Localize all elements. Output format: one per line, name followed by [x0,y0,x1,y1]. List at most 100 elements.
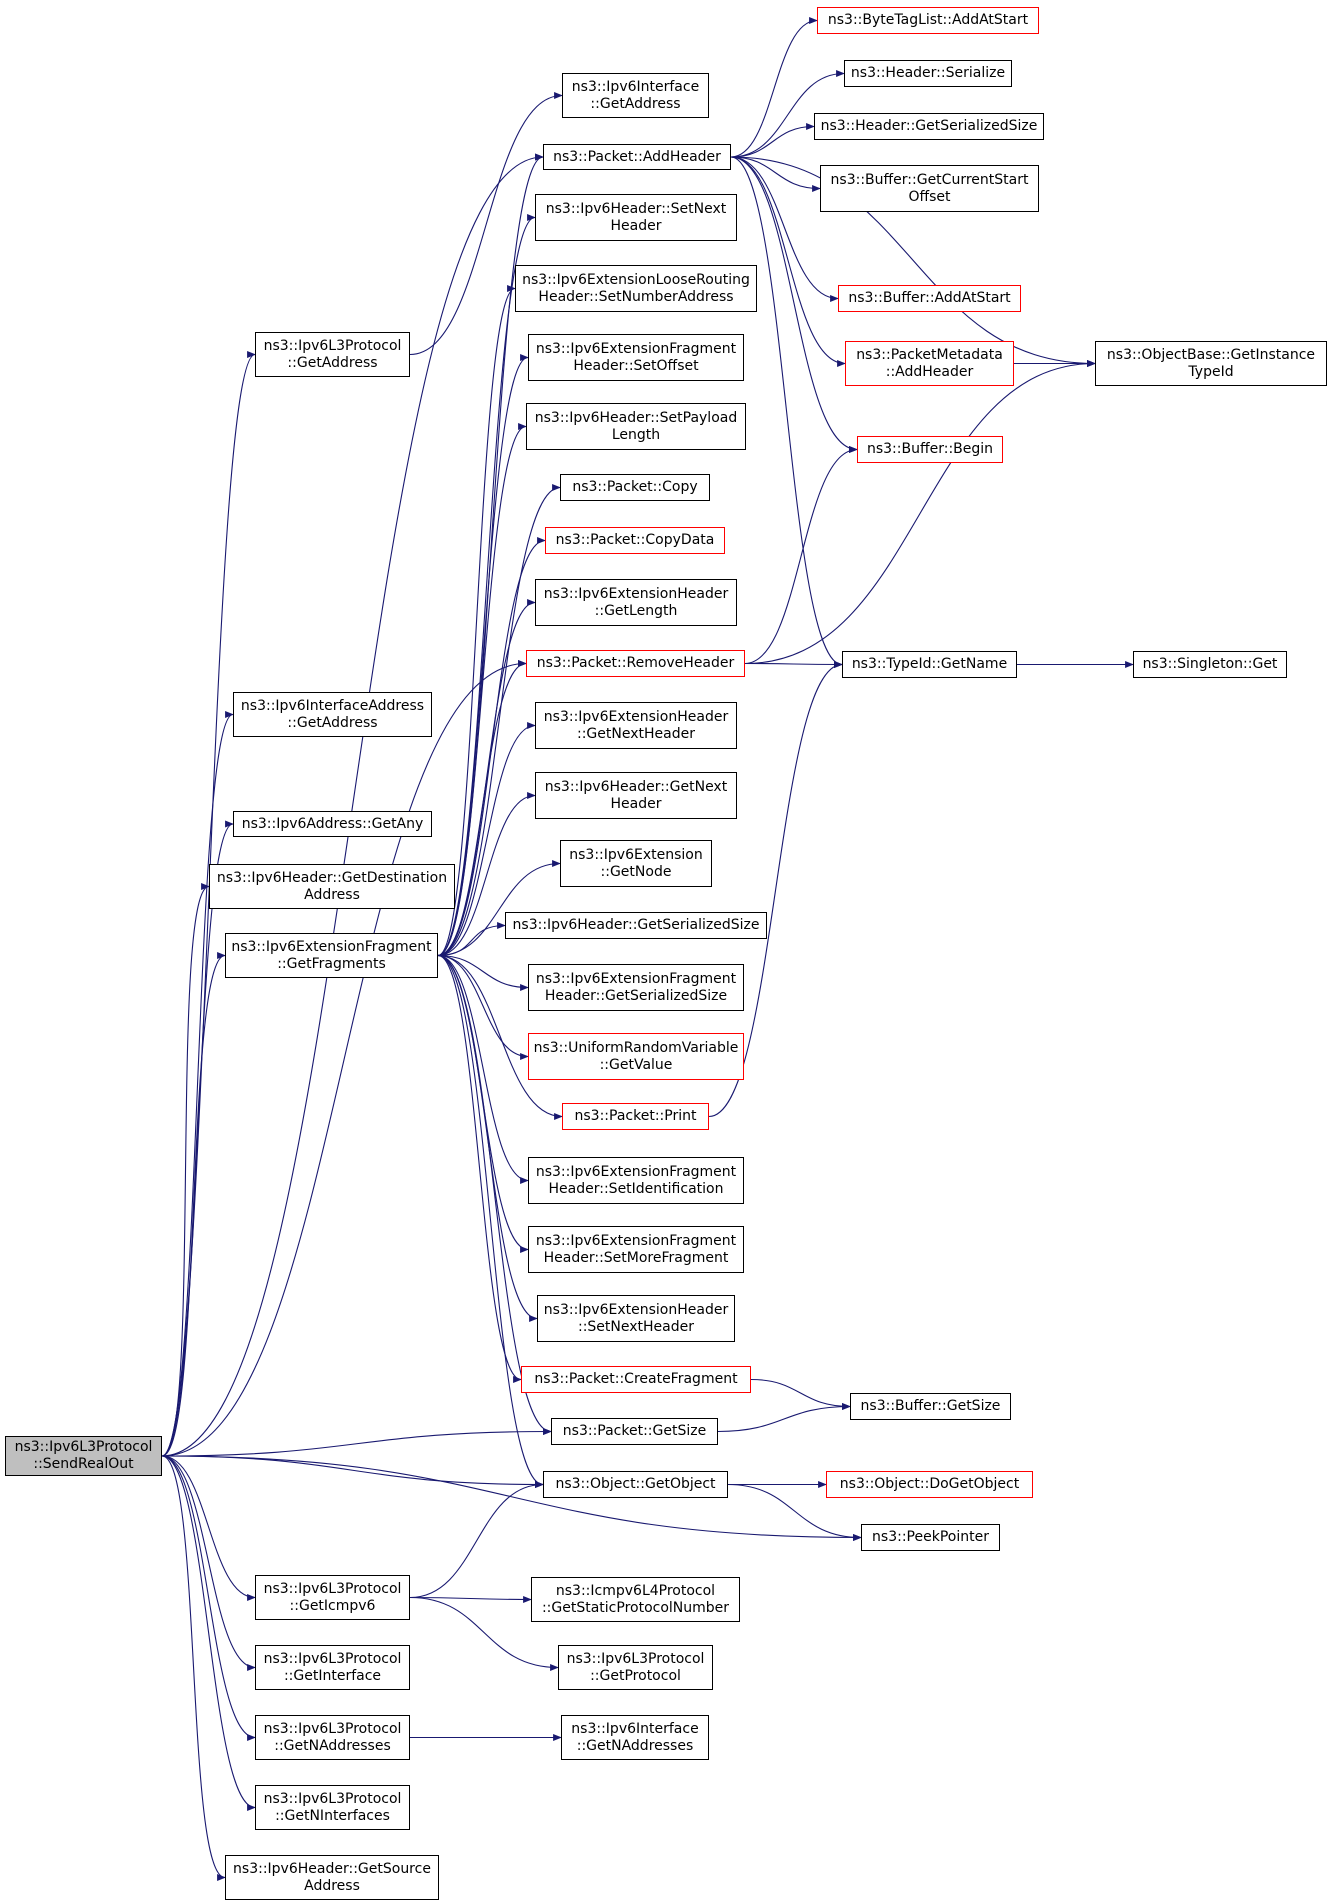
node-exthdr-getnext[interactable]: ns3::Ipv6ExtensionHeader ::GetNextHeader [535,702,737,749]
node-hdr-getsource[interactable]: ns3::Ipv6Header::GetSource Address [225,1855,439,1900]
node-pm-addheader[interactable]: ns3::PacketMetadata ::AddHeader [845,341,1014,386]
edge-frag-getfragments-to-hdr-getserial [437,921,506,957]
node-pkt-print[interactable]: ns3::Packet::Print [562,1103,709,1130]
edge-pkt-addheader-to-buf-begin [730,156,858,453]
node-pkt-getsize[interactable]: ns3::Packet::GetSize [551,1418,718,1445]
node-header-serialize[interactable]: ns3::Header::Serialize [844,60,1012,87]
edge-sendrealout-to-hdr-getdest [161,883,210,1457]
node-hdr-getnext[interactable]: ns3::Ipv6Header::GetNext Header [535,772,737,819]
node-buf-getsize[interactable]: ns3::Buffer::GetSize [850,1393,1011,1420]
edge-pkt-removeheader-to-typeid-getname [744,660,843,669]
node-addr-getany[interactable]: ns3::Ipv6Address::GetAny [233,811,432,837]
edge-frag-getfragments-to-pkt-print [437,954,563,1120]
node-l3-geticmpv6[interactable]: ns3::Ipv6L3Protocol ::GetIcmpv6 [255,1575,410,1620]
node-pkt-copydata[interactable]: ns3::Packet::CopyData [545,527,725,554]
edge-obj-getobject-to-peekpointer [727,1483,862,1542]
node-sendrealout[interactable]: ns3::Ipv6L3Protocol ::SendRealOut [5,1436,162,1476]
edge-sendrealout-to-pkt-removeheader [161,660,527,1457]
edge-frag-getfragments-to-loose-setnum [437,285,516,957]
node-buf-addatstart[interactable]: ns3::Buffer::AddAtStart [838,285,1021,312]
edge-frag-getfragments-to-urv-getvalue [437,954,529,1061]
edge-sendrealout-to-pkt-addheader [161,153,544,1457]
edge-pkt-addheader-to-buf-getcurstart [730,156,821,193]
edge-frag-getfragments-to-pkt-createfrag [437,954,522,1383]
node-obj-getobject[interactable]: ns3::Object::GetObject [543,1471,728,1498]
node-l3-getinterface[interactable]: ns3::Ipv6L3Protocol ::GetInterface [255,1645,410,1690]
edge-l3-geticmpv6-to-obj-getobject [409,1480,544,1599]
node-fraghdr-setoffset[interactable]: ns3::Ipv6ExtensionFragment Header::SetOf… [528,334,744,381]
node-iface-getaddress[interactable]: ns3::Ipv6Interface ::GetAddress [562,73,709,118]
edge-l3-geticmpv6-to-l3-getprotocol [409,1596,559,1672]
edge-l3-getaddress-to-iface-getaddress [409,92,563,356]
node-fraghdr-getserial[interactable]: ns3::Ipv6ExtensionFragment Header::GetSe… [528,964,744,1011]
node-ifaceaddr-getaddress[interactable]: ns3::Ipv6InterfaceAddress ::GetAddress [233,692,432,737]
node-btl-addatstart[interactable]: ns3::ByteTagList::AddAtStart [817,7,1039,34]
node-hdr-getserial[interactable]: ns3::Ipv6Header::GetSerializedSize [505,912,767,939]
node-pkt-removeheader[interactable]: ns3::Packet::RemoveHeader [526,650,745,677]
edge-pkt-removeheader-to-objbase-getinst [744,359,1096,665]
edge-frag-getfragments-to-fraghdr-setid [437,954,529,1184]
edge-frag-getfragments-to-exthdr-getnext [437,722,536,957]
edge-pkt-createfrag-to-buf-getsize [750,1378,851,1411]
edge-sendrealout-to-obj-getobject [161,1455,544,1489]
node-hdr-getdest[interactable]: ns3::Ipv6Header::GetDestination Address [209,864,455,909]
edge-layer [161,17,1134,1881]
edge-sendrealout-to-l3-getnif [161,1455,256,1811]
node-typeid-getname[interactable]: ns3::TypeId::GetName [842,651,1017,678]
edge-l3-geticmpv6-to-icmp-getstatic [409,1595,532,1604]
edge-frag-getfragments-to-pkt-getsize [437,954,552,1435]
node-ext-getnode[interactable]: ns3::Ipv6Extension ::GetNode [560,840,712,887]
edge-pkt-getsize-to-buf-getsize [717,1402,851,1433]
node-icmp-getstatic[interactable]: ns3::Icmpv6L4Protocol ::GetStaticProtoco… [531,1577,740,1622]
edge-pkt-addheader-to-objbase-getinst [730,156,1096,368]
node-buf-getcurstart[interactable]: ns3::Buffer::GetCurrentStart Offset [820,165,1039,212]
node-obj-dogetobject[interactable]: ns3::Object::DoGetObject [826,1471,1033,1498]
node-peekpointer[interactable]: ns3::PeekPointer [861,1524,1000,1551]
edge-sendrealout-to-hdr-getsource [161,1455,226,1881]
edge-sendrealout-to-addr-getany [161,820,234,1457]
edge-pkt-addheader-to-pm-addheader [730,156,846,367]
node-l3-getaddress[interactable]: ns3::Ipv6L3Protocol ::GetAddress [255,332,410,377]
edge-frag-getfragments-to-hdr-getnext [437,792,536,957]
edge-frag-getfragments-to-obj-getobject [437,954,544,1488]
edge-pkt-addheader-to-header-getserial [730,122,815,158]
edge-sendrealout-to-l3-geticmpv6 [161,1455,256,1601]
node-buf-begin[interactable]: ns3::Buffer::Begin [857,436,1003,463]
edge-sendrealout-to-l3-getinterface [161,1455,256,1671]
edge-sendrealout-to-frag-getfragments [161,952,226,1457]
node-frag-getfragments[interactable]: ns3::Ipv6ExtensionFragment ::GetFragment… [225,933,438,978]
edge-sendrealout-to-peekpointer [161,1455,862,1542]
node-singleton-get[interactable]: ns3::Singleton::Get [1133,651,1287,678]
edge-pkt-addheader-to-typeid-getname [730,156,843,668]
node-iface-getnaddr[interactable]: ns3::Ipv6Interface ::GetNAddresses [561,1715,709,1760]
edge-sendrealout-to-l3-getnaddr [161,1455,256,1741]
edge-pkt-removeheader-to-buf-begin [744,446,858,665]
edge-frag-getfragments-to-pkt-copy [437,484,561,957]
node-l3-getprotocol[interactable]: ns3::Ipv6L3Protocol ::GetProtocol [558,1645,713,1690]
node-header-getserial[interactable]: ns3::Header::GetSerializedSize [814,113,1044,140]
node-objbase-getinst[interactable]: ns3::ObjectBase::GetInstance TypeId [1095,341,1327,386]
edge-sendrealout-to-pkt-getsize [161,1427,552,1457]
node-pkt-copy[interactable]: ns3::Packet::Copy [560,474,710,501]
node-pkt-addheader[interactable]: ns3::Packet::AddHeader [543,144,731,170]
edge-pkt-addheader-to-header-serialize [730,69,845,158]
node-urv-getvalue[interactable]: ns3::UniformRandomVariable ::GetValue [528,1033,744,1080]
edge-pkt-addheader-to-buf-addatstart [730,156,839,302]
edge-pkt-addheader-to-btl-addatstart [730,17,818,158]
edge-frag-getfragments-to-fraghdr-setoffset [437,354,529,957]
edge-sendrealout-to-ifaceaddr-getaddress [161,711,234,1457]
edge-frag-getfragments-to-hdr-setpayload [437,423,527,957]
node-fraghdr-setid[interactable]: ns3::Ipv6ExtensionFragment Header::SetId… [528,1157,744,1204]
node-hdr-setnext[interactable]: ns3::Ipv6Header::SetNext Header [535,194,737,241]
node-hdr-setpayload[interactable]: ns3::Ipv6Header::SetPayload Length [526,403,746,450]
edge-pkt-print-to-typeid-getname [708,661,843,1118]
node-pkt-createfrag[interactable]: ns3::Packet::CreateFragment [521,1366,751,1393]
node-fraghdr-setmore[interactable]: ns3::Ipv6ExtensionFragment Header::SetMo… [528,1226,744,1273]
edge-frag-getfragments-to-pkt-removeheader [437,660,527,957]
node-exthdr-getlength[interactable]: ns3::Ipv6ExtensionHeader ::GetLength [535,579,737,626]
node-loose-setnum[interactable]: ns3::Ipv6ExtensionLooseRouting Header::S… [515,265,757,312]
node-l3-getnaddr[interactable]: ns3::Ipv6L3Protocol ::GetNAddresses [255,1715,410,1760]
node-l3-getnif[interactable]: ns3::Ipv6L3Protocol ::GetNInterfaces [255,1785,410,1830]
node-exthdr-setnext[interactable]: ns3::Ipv6ExtensionHeader ::SetNextHeader [537,1295,735,1342]
